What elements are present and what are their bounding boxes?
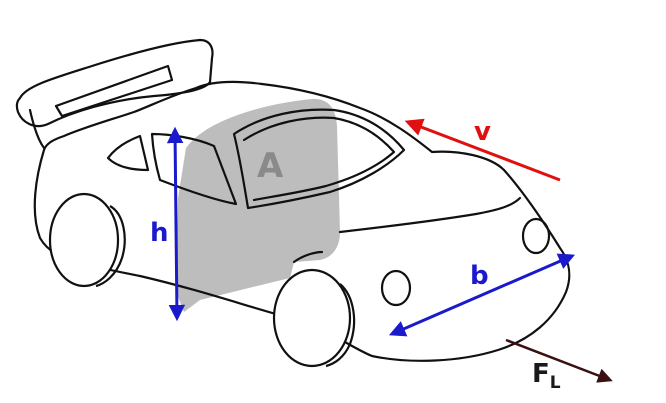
width-label: b: [470, 261, 489, 291]
windshield-inner: [242, 116, 396, 202]
body-crease: [338, 196, 522, 234]
lift-force-label-sub: L: [550, 373, 561, 393]
rear-side-window: [106, 134, 150, 172]
rear-wheel: [48, 192, 120, 288]
door-line: [292, 250, 324, 264]
velocity-arrow: [404, 118, 561, 182]
lift-force-arrow: [505, 338, 613, 383]
lift-force-label: FL: [532, 359, 561, 393]
rear-spoiler: [15, 38, 214, 128]
windshield: [232, 108, 406, 210]
car-body: [15, 38, 571, 362]
spoiler-fin: [28, 108, 46, 150]
height-arrow: [166, 126, 186, 322]
headlight-right: [521, 217, 551, 255]
area-label: A: [257, 146, 284, 186]
wheels: [48, 192, 356, 368]
velocity-label: v: [474, 117, 491, 147]
body-silhouette: [33, 80, 571, 362]
rear-wheel-rim: [95, 205, 126, 288]
spoiler-slot: [54, 64, 174, 118]
width-arrow: [388, 253, 576, 337]
height-label: h: [150, 218, 169, 248]
lift-force-label-main: F: [532, 359, 550, 389]
front-wheel: [272, 268, 352, 368]
headlight-left: [380, 269, 412, 307]
front-wheel-rim: [325, 283, 356, 368]
